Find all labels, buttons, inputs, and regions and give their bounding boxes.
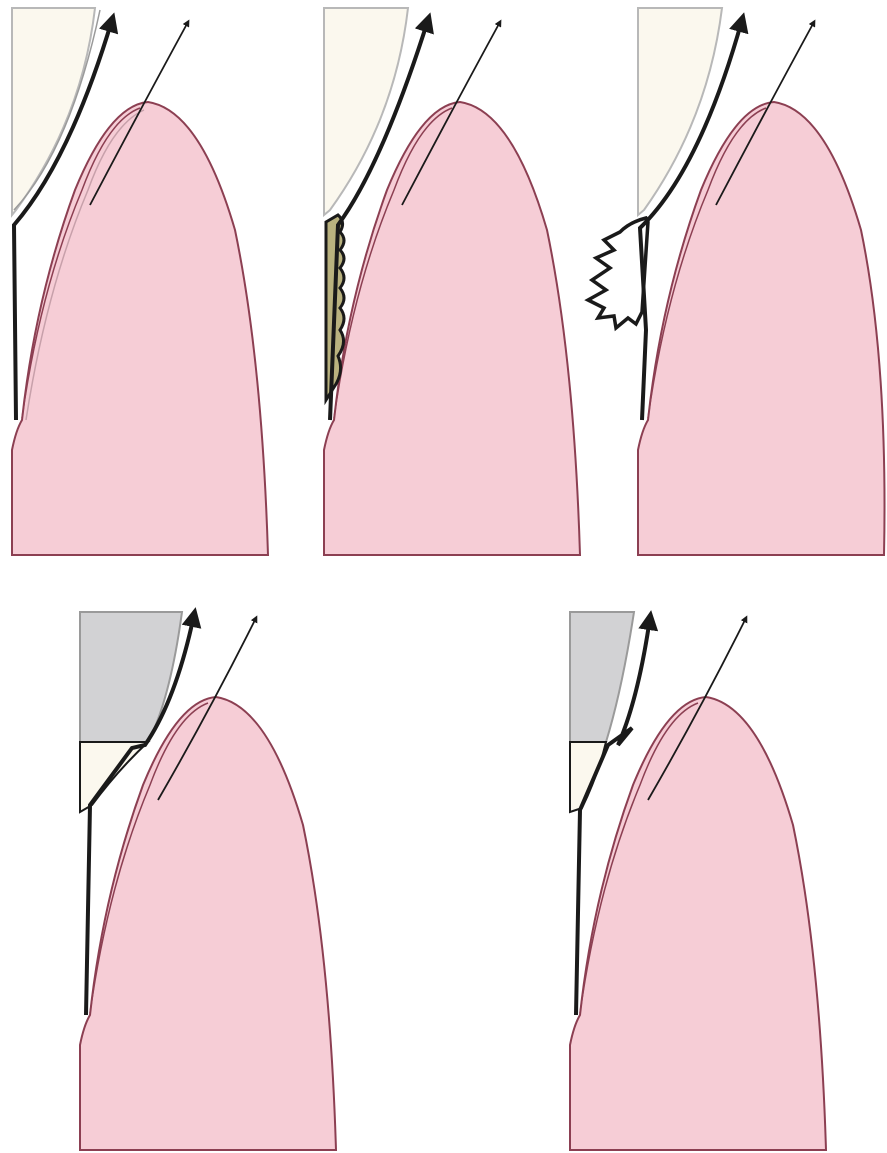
restoration-crown	[80, 612, 182, 742]
gingiva	[570, 697, 826, 1150]
panel-3	[588, 8, 885, 555]
panel-2	[324, 8, 580, 555]
tooth-stump	[570, 742, 606, 812]
panel-4	[80, 612, 336, 1150]
gingiva	[638, 102, 885, 555]
restoration-crown	[570, 612, 634, 742]
panel-5	[570, 612, 826, 1150]
gingiva	[324, 102, 580, 555]
panel-1	[12, 8, 268, 555]
